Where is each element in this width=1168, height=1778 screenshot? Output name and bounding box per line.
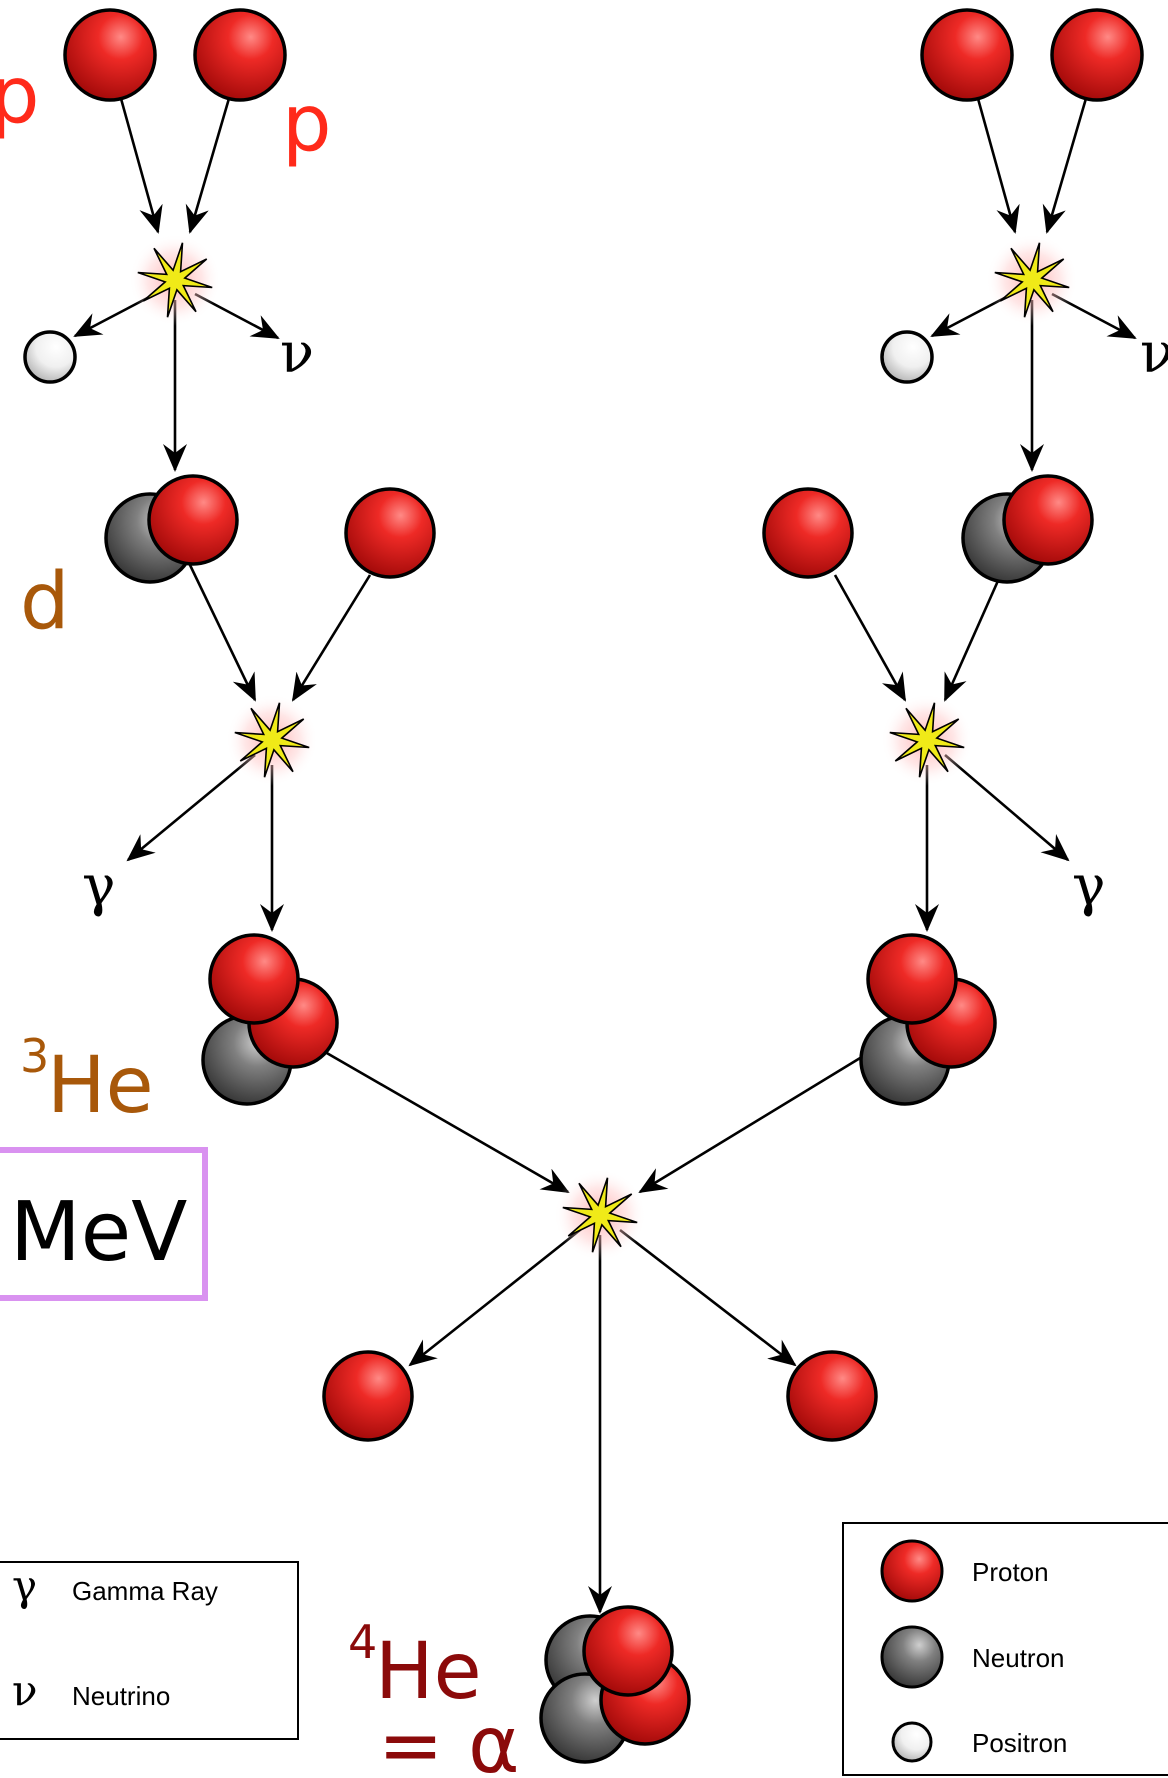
proton-released-left bbox=[324, 1352, 412, 1440]
proton-right-a bbox=[922, 10, 1012, 100]
arrow-proton-in-left bbox=[293, 575, 370, 700]
arrow-proton-a-left bbox=[120, 95, 158, 232]
arrow-proton-in-right bbox=[835, 575, 905, 700]
proton-stage2-right bbox=[764, 489, 852, 577]
energy-value: MeV bbox=[10, 1185, 187, 1280]
helium4-label: 4 He = α bbox=[348, 1615, 520, 1778]
arrow-proton-b-right bbox=[1047, 95, 1087, 232]
legend-neutrino-symbol: ν bbox=[12, 1666, 38, 1715]
fusion-flashes bbox=[129, 234, 1078, 1261]
legend-neutron-label: Neutron bbox=[972, 1643, 1065, 1673]
fusion-flash-stage1-right bbox=[986, 234, 1078, 326]
gamma-label-left: γ bbox=[82, 854, 115, 919]
arrow-deuteron-in-right bbox=[945, 565, 1005, 700]
arrow-gamma-right bbox=[945, 755, 1068, 860]
proton-right-b bbox=[1052, 10, 1142, 100]
proton-released-right bbox=[788, 1352, 876, 1440]
fusion-flash-stage2-right bbox=[881, 694, 973, 786]
helium4-mass-number: 4 bbox=[348, 1615, 377, 1669]
arrow-gamma-left bbox=[128, 755, 255, 860]
neutrino-label-left: ν bbox=[280, 321, 314, 386]
fusion-flash-stage1-left bbox=[129, 234, 221, 326]
legend-proton-icon bbox=[882, 1541, 942, 1601]
helium3-label: 3 He bbox=[20, 1029, 154, 1131]
helium3-right-proton-a bbox=[868, 935, 956, 1023]
legend-neutrino-label: Neutrino bbox=[72, 1681, 170, 1711]
proton-label-right: p bbox=[282, 79, 332, 169]
alpha-label: = α bbox=[378, 1701, 520, 1778]
deuteron-right-proton bbox=[1004, 476, 1092, 564]
proton-left-b bbox=[195, 10, 285, 100]
proton-left-a bbox=[65, 10, 155, 100]
legend-left: γ Gamma Ray ν Neutrino bbox=[0, 1561, 298, 1739]
helium3-symbol: He bbox=[47, 1041, 154, 1131]
fusion-flash-stage3 bbox=[554, 1169, 646, 1261]
helium4-proton-a bbox=[584, 1607, 672, 1695]
legend-gamma-label: Gamma Ray bbox=[72, 1576, 218, 1606]
neutrino-label-right: ν bbox=[1140, 321, 1168, 386]
arrow-proton-a-right bbox=[977, 95, 1015, 232]
fusion-flash-stage2-left bbox=[226, 694, 318, 786]
arrow-helium3-to-final-right bbox=[640, 1052, 870, 1192]
deuteron-left-proton bbox=[149, 476, 237, 564]
arrow-proton-out-left bbox=[410, 1230, 580, 1365]
proton-stage2-left bbox=[346, 489, 434, 577]
proton-label-left: p bbox=[0, 51, 40, 141]
deuteron-label: d bbox=[20, 557, 70, 647]
legend-right: Proton Neutron Positron bbox=[843, 1523, 1168, 1775]
reaction-arrows bbox=[75, 95, 1135, 1612]
arrow-proton-b-left bbox=[190, 95, 230, 232]
helium3-mass-number: 3 bbox=[20, 1029, 49, 1083]
arrow-proton-out-right bbox=[620, 1230, 795, 1365]
helium3-left-proton-a bbox=[210, 935, 298, 1023]
legend-positron-label: Positron bbox=[972, 1728, 1067, 1758]
legend-proton-label: Proton bbox=[972, 1557, 1049, 1587]
positron-left bbox=[25, 332, 75, 382]
arrow-deuteron-in-left bbox=[190, 565, 255, 700]
legend-neutron-icon bbox=[882, 1627, 942, 1687]
legend-positron-icon bbox=[893, 1723, 931, 1761]
positron-right bbox=[882, 332, 932, 382]
arrow-helium3-to-final-left bbox=[325, 1052, 568, 1192]
legend-gamma-symbol: γ bbox=[12, 1561, 37, 1610]
gamma-label-right: γ bbox=[1072, 854, 1105, 919]
